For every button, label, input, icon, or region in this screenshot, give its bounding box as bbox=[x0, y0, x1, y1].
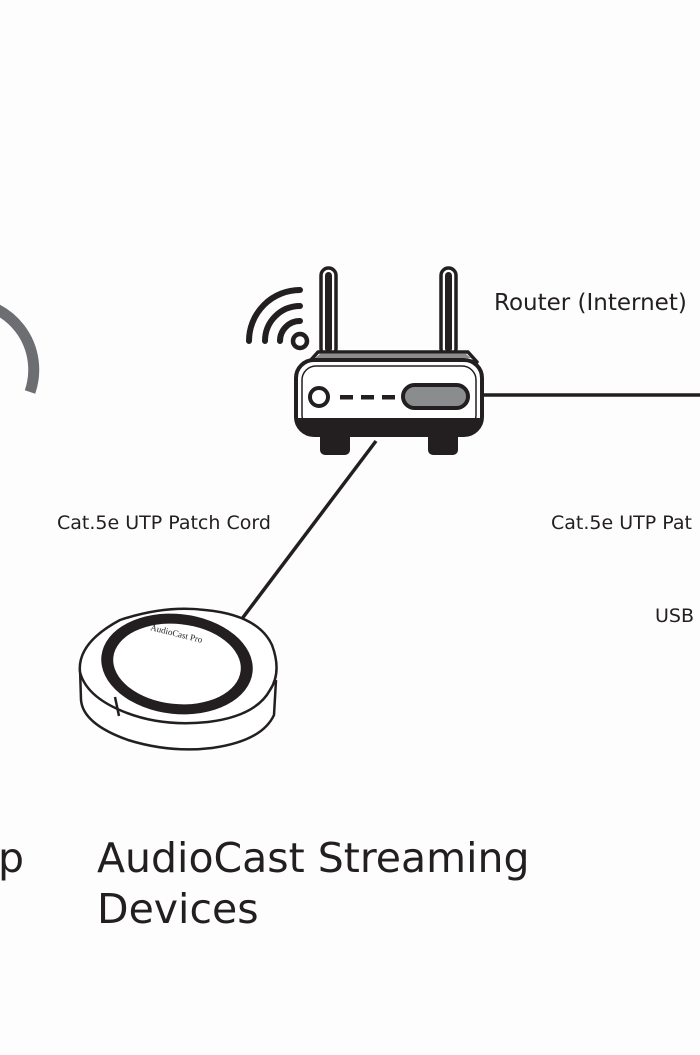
device-caption-line2: Devices bbox=[97, 885, 259, 933]
usb-label: USB bbox=[655, 605, 695, 627]
cable-left-label: Cat.5e UTP Patch Cord bbox=[57, 512, 271, 534]
streaming-device-icon: AudioCast Pro bbox=[78, 607, 278, 751]
gray-arc-partial bbox=[0, 304, 40, 394]
cable-right-label: Cat.5e UTP Pat bbox=[551, 512, 692, 534]
router-label: Router (Internet) bbox=[494, 290, 687, 316]
left-caption-fragment: p bbox=[0, 834, 25, 882]
wifi-icon bbox=[246, 287, 310, 351]
cable-router-to-device bbox=[233, 439, 378, 630]
device-caption-line1: AudioCast Streaming bbox=[97, 834, 530, 882]
router-icon bbox=[294, 266, 484, 455]
